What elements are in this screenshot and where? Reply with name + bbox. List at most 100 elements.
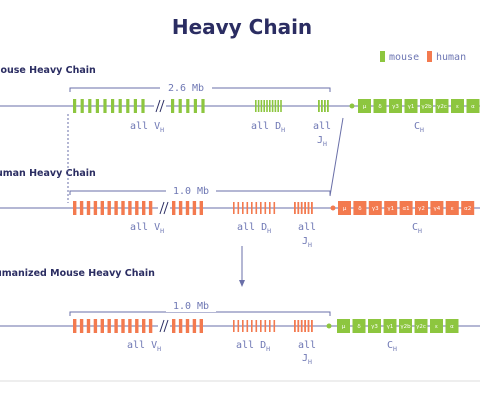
human-j-segments [294,202,313,214]
j-segment [294,320,296,332]
humanized-size-bracket [69,311,331,316]
mouse-v-label: all VH [130,121,164,134]
human-constant-box [399,201,413,215]
d-segment [233,202,235,214]
v-segment [126,99,130,113]
v-segment [185,201,190,215]
human-j-label: all [298,222,316,233]
v-segment [178,201,183,215]
d-segment [242,320,244,332]
human-constant-box [430,201,444,215]
mouse-constant-label: δ [378,104,382,110]
d-segment [257,100,260,112]
mouse-constant-box [466,99,480,113]
v-segment [192,319,197,333]
mouse-constant-label: γ3 [392,104,399,110]
d-segment [233,320,235,332]
human-enhancer-dot [330,205,336,211]
v-segment [199,201,203,215]
j-segment [297,320,300,332]
humanized-break-symbol [158,318,170,334]
humanized-constant-label: δ [357,324,361,330]
v-segment [172,201,176,215]
human-constant-box [338,201,351,215]
human-constant-box [461,201,475,215]
human-size-label: 1.0 Mb [173,186,209,197]
v-segment [107,201,111,215]
humanized-v-segments [73,319,153,333]
human-constant-box [368,201,382,215]
humanized-j-label-2: JH [302,353,312,366]
d-segment [255,202,258,214]
human-constant-label: α2 [464,206,471,212]
humanized-constant-label: γ2b [400,324,411,330]
d-segment [251,202,253,214]
v-segment [114,201,118,215]
human-break-symbol [158,200,170,216]
humanized-size-label: 1.0 Mb [173,301,209,312]
v-segment [121,201,125,215]
humanized-size-bg [166,300,216,312]
j-segment [304,202,306,214]
d-segment [273,202,276,214]
mouse-constant-label: γ1 [408,104,415,110]
human-constant-label: α1 [403,206,410,212]
mouse-constant-box [373,99,387,113]
mouse-j-label-2: JH [317,135,327,148]
v-segment [79,201,84,215]
j-segment [327,100,329,112]
human-constant-box [384,201,398,215]
legend-swatch-human [427,51,432,62]
humanized-constant-box [399,319,412,333]
d-segment [260,202,262,214]
j-segment [311,320,313,332]
d-segment [255,100,257,112]
human-constant-label: δ [358,206,362,212]
j-segment [300,320,303,332]
d-segment [269,320,271,332]
v-segment [79,319,84,333]
d-segment [246,320,249,332]
humanized-constant-box [368,319,381,333]
section-title-mouse: Mouse Heavy Chain [0,65,96,76]
humanized-v-segments-2 [172,319,203,333]
j-segment [304,320,306,332]
j-segment [307,202,310,214]
humanized-v-label: all VH [127,340,161,353]
diagram-title: Heavy Chain [172,15,312,39]
legend-label-mouse: mouse [389,52,419,63]
human-constant-label: γ1 [387,206,394,212]
d-segment [269,100,271,112]
v-segment [100,201,104,215]
mouse-j-segments [318,100,329,112]
human-constant-label: μ [343,206,347,212]
human-v-segments-2 [172,201,203,215]
humanized-d-segments [233,320,276,332]
v-segment [185,319,190,333]
mouse-break-symbol [154,98,166,114]
humanized-enhancer-dot [326,323,332,329]
v-segment [118,99,122,113]
human-d-label: all DH [237,222,271,235]
humanized-constant-label: α [450,324,454,330]
humanized-constant-label: γ2c [416,324,426,330]
human-j-label-2: JH [302,236,312,249]
mouse-d-label: all DH [251,121,285,134]
mouse-d-segments [255,100,282,112]
humanized-c-label: CH [387,340,397,353]
d-segment [263,100,265,112]
v-segment [103,99,107,113]
d-segment [237,320,240,332]
d-segment [260,320,262,332]
humanized-d-label: all DH [236,340,270,353]
j-segment [311,202,313,214]
v-segment [121,319,125,333]
v-segment [88,99,92,113]
human-c-label: CH [412,222,422,235]
d-segment [277,100,279,112]
d-segment [242,202,244,214]
v-segment [135,201,139,215]
